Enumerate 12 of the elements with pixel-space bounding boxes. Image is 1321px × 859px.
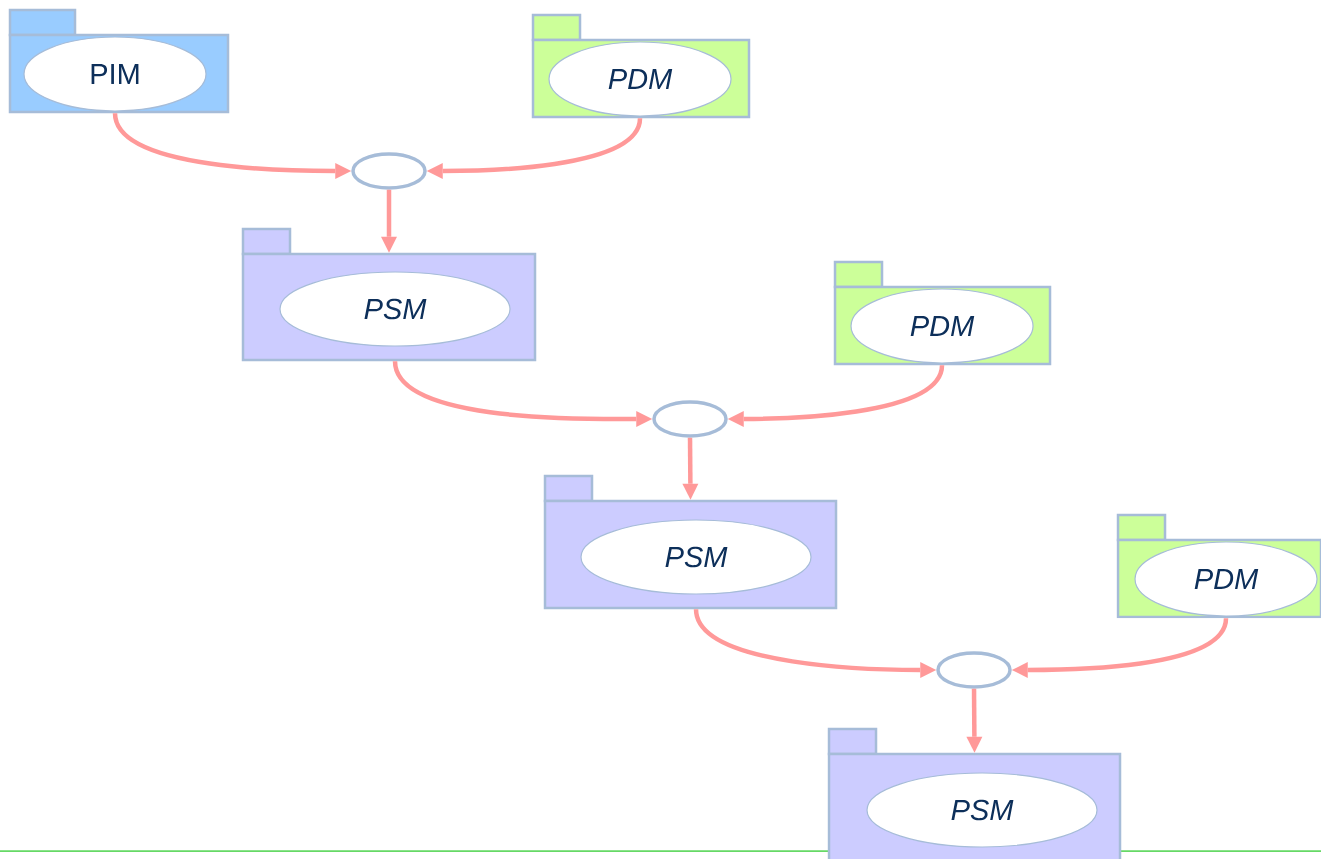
arrow: [1011, 617, 1229, 678]
arrow: [966, 688, 983, 753]
arrow: [682, 437, 699, 500]
arrow: [727, 364, 945, 427]
junction-ellipse: [351, 152, 427, 190]
junction-ellipse: [652, 400, 728, 438]
arrow: [426, 117, 643, 179]
junction-ellipse: [936, 651, 1012, 689]
arrow: [381, 189, 397, 253]
arrow: [392, 360, 653, 427]
arrow: [112, 112, 352, 179]
arrow: [693, 608, 937, 678]
